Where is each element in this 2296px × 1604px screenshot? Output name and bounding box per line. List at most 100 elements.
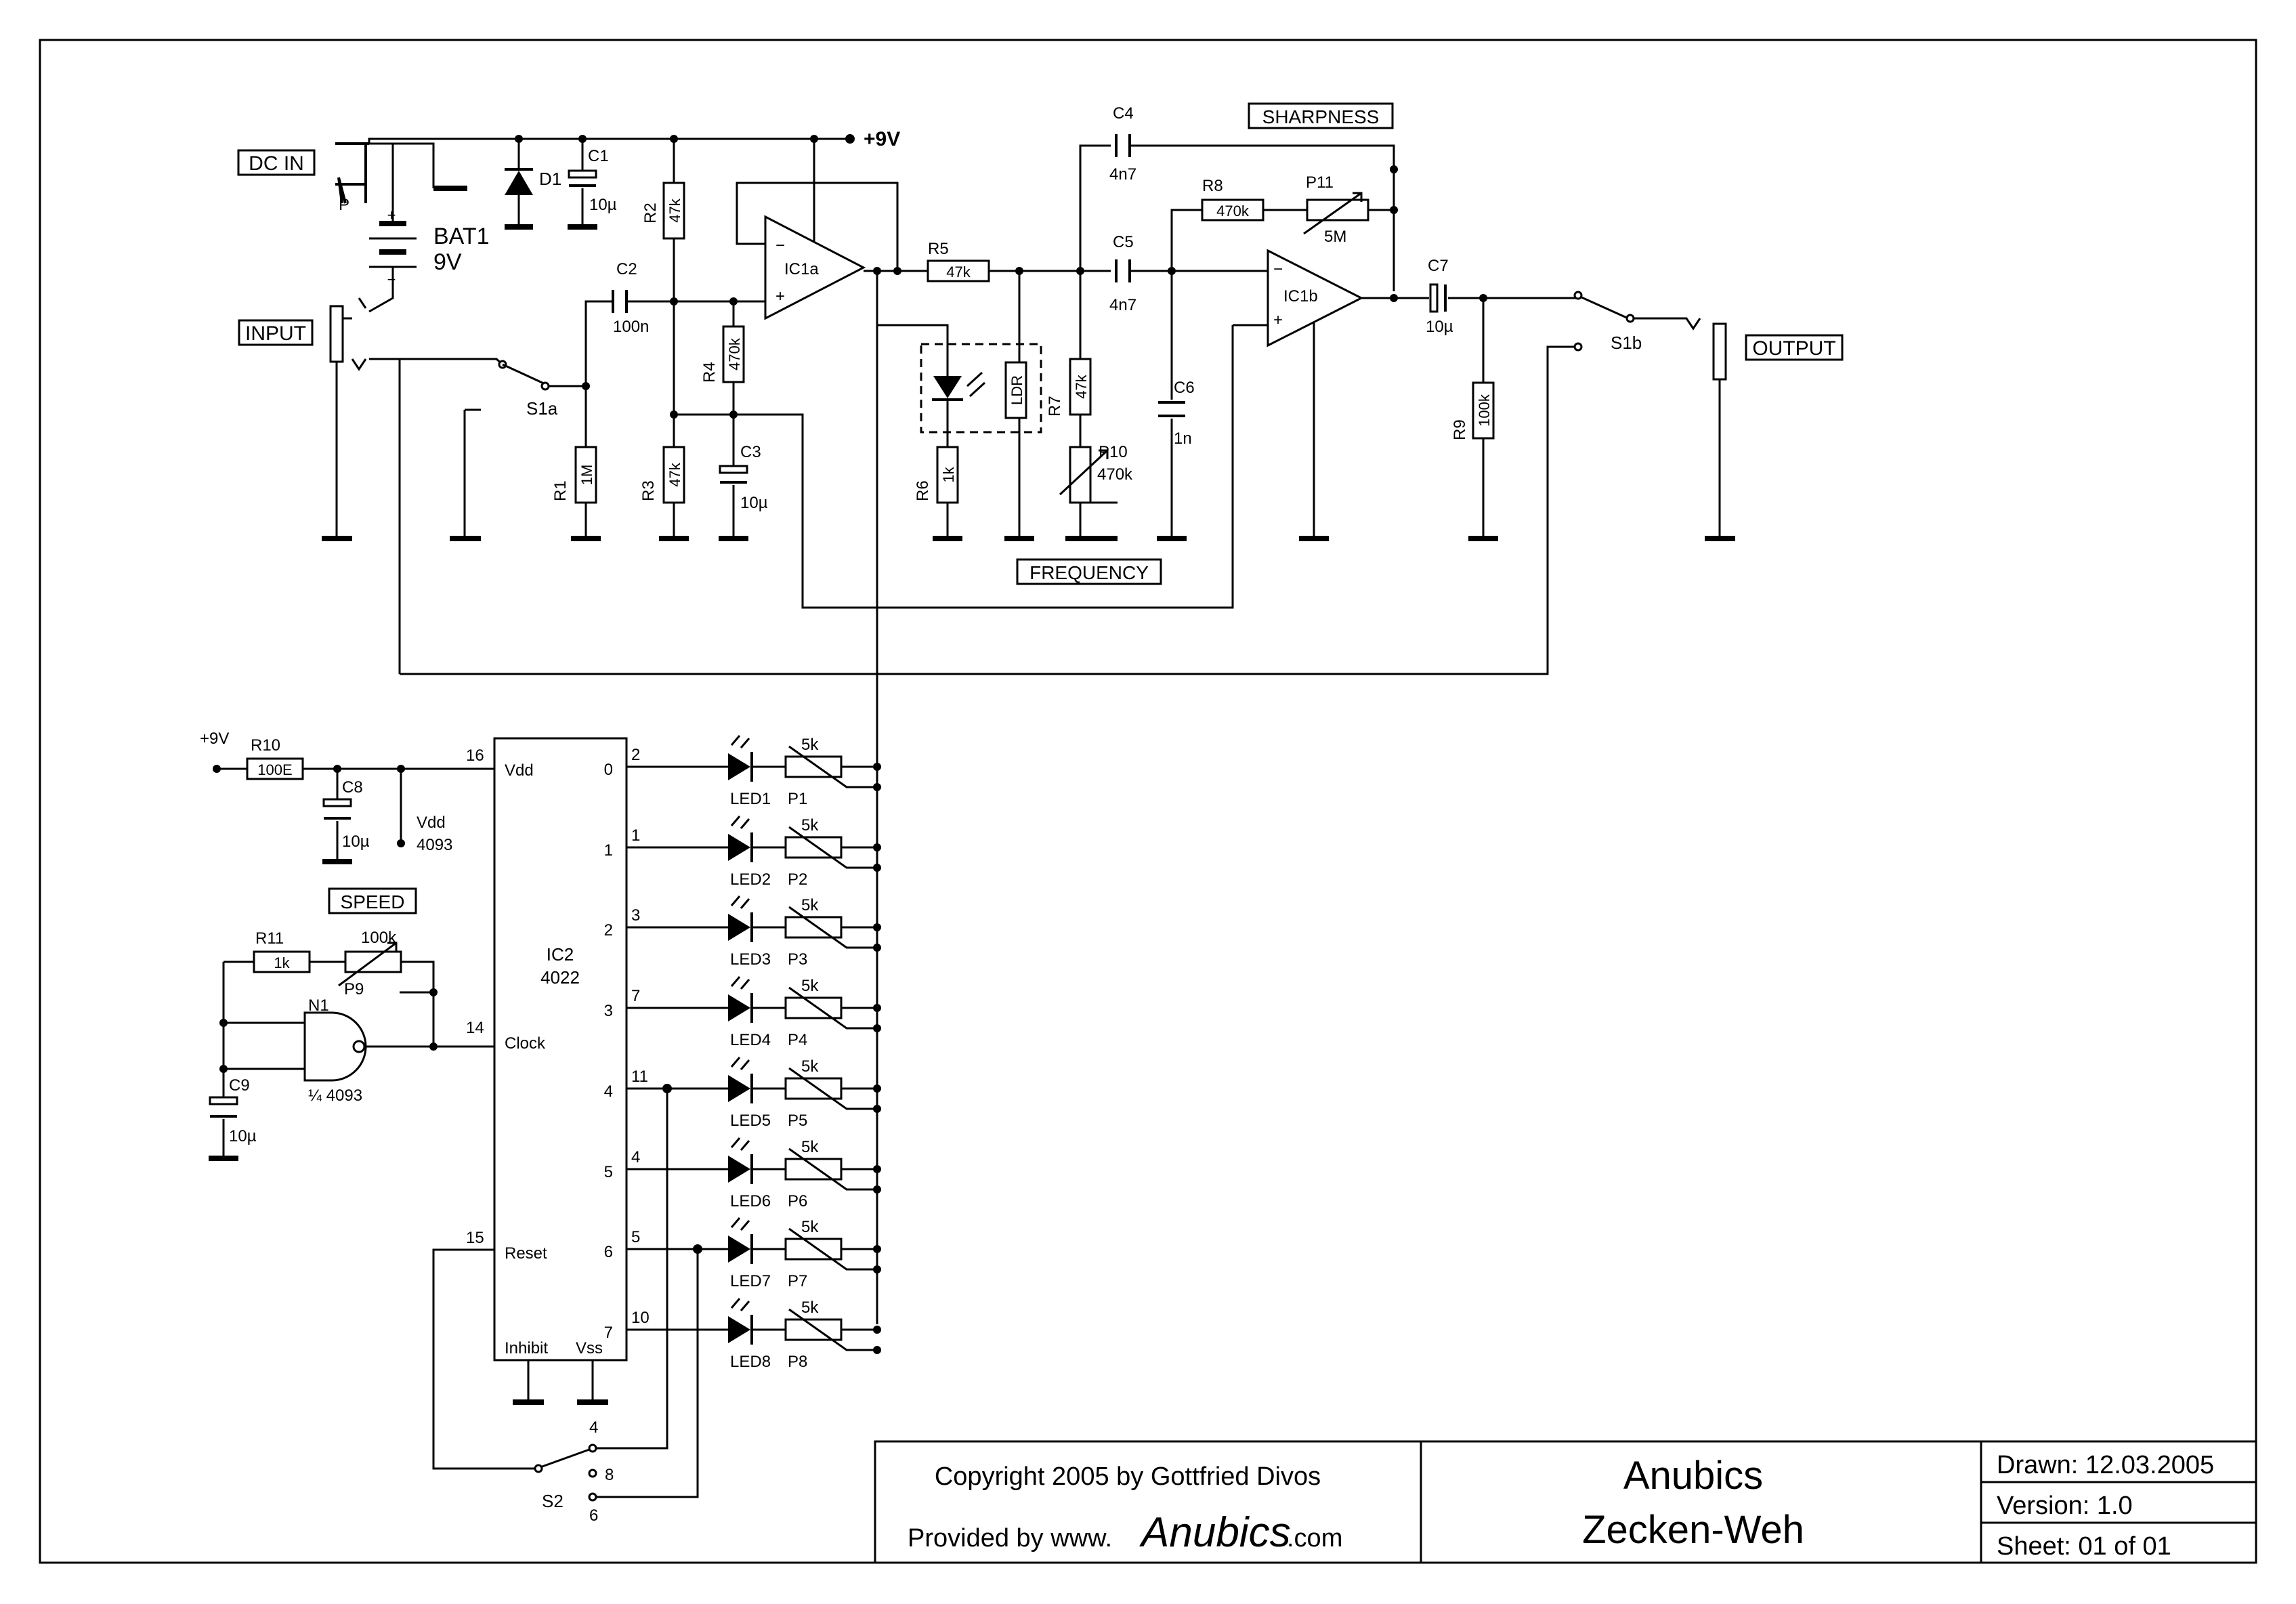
ic1a-minus: − (775, 236, 785, 255)
c3-label: C3 (740, 443, 761, 461)
junction-dot (873, 1326, 881, 1334)
potentiometer-p10: P10 470k (1059, 443, 1133, 541)
led-rays (730, 735, 750, 748)
p11-label: P11 (1306, 173, 1334, 192)
pot-body (784, 1318, 843, 1341)
frequency-label: FREQUENCY (1029, 562, 1149, 583)
ic2-vss-pin: Vss (576, 1339, 603, 1357)
r3-label: R3 (639, 480, 658, 501)
sharpness-label: SHARPNESS (1262, 106, 1380, 127)
bat-minus: − (387, 271, 396, 288)
pot-wiper (788, 745, 877, 788)
ic2-out-6: 6 (604, 1243, 613, 1261)
r5-value: 47k (946, 263, 971, 280)
c2-label: C2 (616, 260, 637, 278)
led-3 (728, 914, 750, 941)
pot-value: 5k (801, 1057, 819, 1076)
pot-wiper (788, 986, 877, 1030)
capacitor-c7: C7 10µ (1426, 257, 1453, 336)
ic2-pin-num: 7 (631, 987, 640, 1005)
resistor-r3: 47k R3 (639, 446, 689, 541)
ldr-label: LDR (1008, 375, 1025, 405)
switch-s1a: S1a (400, 358, 586, 541)
ic2-out-3: 3 (604, 1002, 613, 1020)
switch-s1b: S1b (1573, 291, 1701, 353)
pot-value: 5k (801, 1299, 819, 1317)
ic2-vdd-pin: Vdd (505, 761, 534, 780)
r4-label: R4 (700, 362, 719, 383)
p11-value: 5M (1324, 228, 1346, 246)
ic2-out-1: 1 (604, 841, 613, 860)
junction-out6 (693, 1244, 702, 1254)
capacitor-c6: C6 1n (1157, 271, 1195, 541)
ic2-clock-pin: Clock (505, 1034, 546, 1053)
ic1b-plus: + (1273, 311, 1283, 329)
c5-value: 4n7 (1109, 296, 1136, 314)
bat-plus: + (387, 207, 396, 224)
p9-value: 100k (361, 929, 397, 947)
r5-label: R5 (928, 240, 949, 258)
resistor-r6: 1k R6 (914, 400, 962, 541)
ic2-reset-num: 15 (466, 1229, 484, 1247)
ic2-pin-num: 2 (631, 746, 640, 764)
ic2-inhibit-pin: Inhibit (505, 1339, 548, 1357)
r2-value: 47k (666, 198, 683, 222)
ic2-part: 4022 (540, 967, 580, 988)
ic2-out-2: 2 (604, 921, 613, 940)
ic1b-label: IC1b (1283, 287, 1318, 305)
led-rays (730, 1298, 750, 1311)
led-1 (728, 753, 750, 780)
led-4 (728, 994, 750, 1021)
version-text: Version: 1.0 (1997, 1492, 2133, 1520)
pot-body (784, 996, 843, 1019)
supply-small-label: +9V (200, 730, 229, 748)
pot-wiper (788, 906, 877, 949)
pot-value: 5k (801, 736, 819, 754)
n1-part: ¼ 4093 (308, 1086, 362, 1105)
junction-out4 (662, 1084, 672, 1093)
s2-pos-4: 4 (589, 1418, 598, 1437)
r1-value: 1M (578, 465, 595, 486)
pot-value: 5k (801, 977, 819, 995)
resistor-r10: 100E R10 (246, 736, 304, 780)
led-label: LED5 (730, 1112, 771, 1130)
sharpness-label-box: SHARPNESS (1248, 102, 1394, 129)
pot-body (784, 836, 843, 859)
ic2-out-5: 5 (604, 1163, 613, 1181)
pot-body (784, 755, 843, 778)
sheet-text: Sheet: 01 of 01 (1997, 1532, 2171, 1561)
n1-label: N1 (308, 996, 329, 1015)
s2-pos-8: 8 (605, 1466, 614, 1484)
pot-value: 5k (801, 896, 819, 914)
ic2-pin-num: 1 (631, 826, 640, 845)
ic2-pin-num: 5 (631, 1228, 640, 1246)
led-6 (728, 1156, 750, 1183)
r4-value: 470k (726, 337, 743, 371)
bat-value: 9V (433, 249, 462, 275)
supply-label: +9V (864, 128, 900, 150)
r7-label: R7 (1046, 396, 1064, 417)
led-rays (730, 1217, 750, 1231)
s2-pos-6: 6 (589, 1506, 598, 1525)
led-label: LED8 (730, 1353, 771, 1371)
c9-label: C9 (229, 1076, 250, 1095)
pot-value: 5k (801, 1218, 819, 1236)
resistor-r2: 47k R2 (641, 139, 685, 447)
c5-label: C5 (1113, 233, 1134, 251)
ic2-reset-pin: Reset (505, 1244, 547, 1263)
d1-label: D1 (539, 169, 561, 189)
pot-label: P7 (788, 1272, 807, 1290)
resistor-r9: 100k R9 (1451, 298, 1498, 541)
ic1a-label: IC1a (784, 260, 819, 278)
c7-value: 10µ (1426, 318, 1453, 336)
led-rays (730, 1137, 750, 1151)
r9-label: R9 (1451, 419, 1469, 440)
diode-d1: D1 (505, 139, 561, 230)
